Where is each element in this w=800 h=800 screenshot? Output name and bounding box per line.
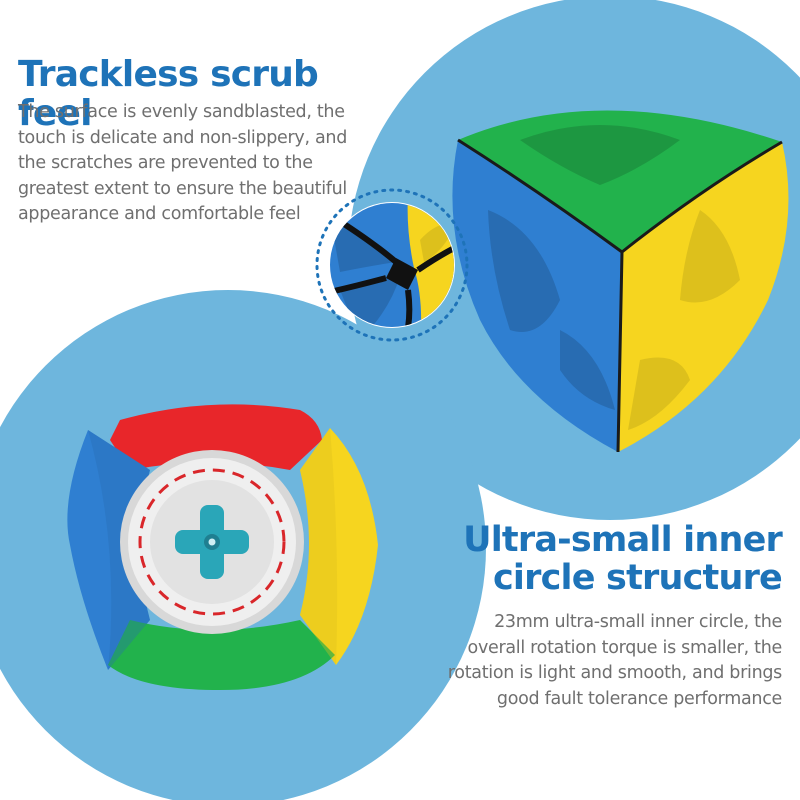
surface-section-title: Trackless scrub feel: [18, 54, 319, 134]
surface-section-body: The surface is evenly sandblasted, the t…: [18, 102, 348, 224]
core-section-title: Ultra-small inner circle structure: [463, 520, 783, 598]
core-cube: [67, 404, 378, 690]
pyramid-cube: [452, 110, 789, 453]
core-section-body: 23mm ultra-small inner circle, the overa…: [447, 612, 783, 709]
